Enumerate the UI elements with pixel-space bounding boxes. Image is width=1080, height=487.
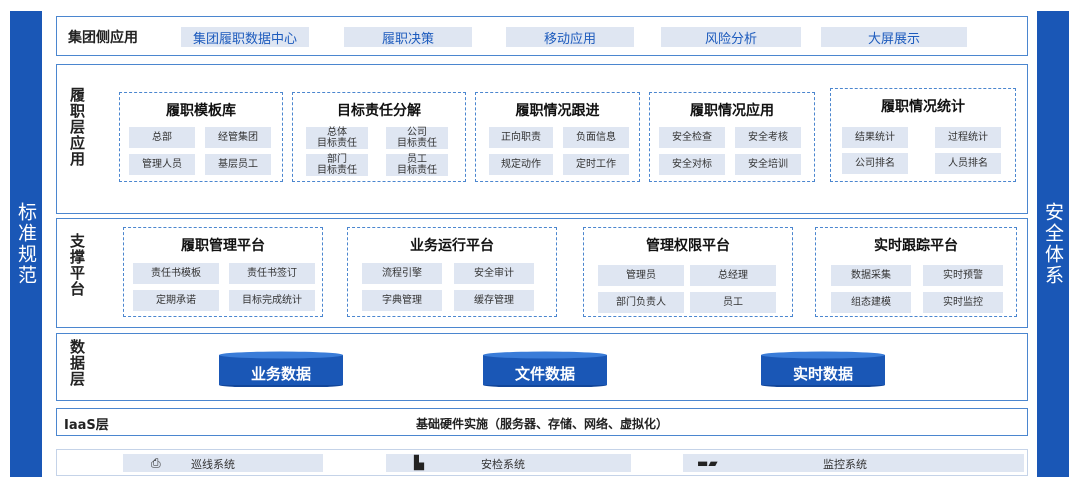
group-template-lib: 履职模板库 总部 经管集团 管理人员 基层员工: [119, 92, 283, 182]
system-patrol[interactable]: ⎙ 巡线系统: [123, 454, 323, 472]
system-monitoring[interactable]: ▬▰ 监控系统: [683, 454, 1024, 472]
group-title: 履职情况应用: [690, 103, 774, 119]
item[interactable]: 安全考核: [735, 127, 801, 148]
group-statistics: 履职情况统计 结果统计 过程统计 公司排名 人员排名: [830, 88, 1016, 182]
item[interactable]: 公司 目标责任: [386, 127, 448, 149]
database-icon: [219, 351, 343, 387]
data-layer-title: 数据层: [68, 339, 86, 387]
item[interactable]: 实时预警: [923, 265, 1003, 286]
item[interactable]: 员工 目标责任: [386, 154, 448, 176]
group-title: 履职情况跟进: [515, 103, 600, 119]
group-layer-title: 集团侧应用: [68, 30, 138, 46]
security-bar: 安全体系: [1037, 11, 1069, 477]
item[interactable]: 总部: [129, 127, 195, 148]
standards-bar: 标准规范: [10, 11, 42, 477]
group-permission-platform: 管理权限平台 管理员 总经理 部门负责人 员工: [583, 227, 793, 317]
app-layer: 履职层应用 履职模板库 总部 经管集团 管理人员 基层员工 目标责任分解 总体 …: [56, 64, 1028, 214]
group-title: 履职模板库: [166, 103, 236, 119]
item[interactable]: 责任书模板: [133, 263, 219, 284]
database-icon: [483, 351, 607, 387]
item[interactable]: 数据采集: [831, 265, 911, 286]
group-target-split: 目标责任分解 总体 目标责任 公司 目标责任 部门 目标责任 员工 目标责任: [292, 92, 466, 182]
group-title: 目标责任分解: [337, 103, 421, 119]
tab-data-center[interactable]: 集团履职数据中心: [181, 27, 309, 47]
item[interactable]: 基层员工: [205, 154, 271, 175]
item[interactable]: 经管集团: [205, 127, 271, 148]
tab-risk[interactable]: 风险分析: [661, 27, 801, 47]
item[interactable]: 责任书签订: [229, 263, 315, 284]
item[interactable]: 员工: [690, 292, 776, 313]
group-title: 管理权限平台: [646, 238, 730, 254]
group-application: 履职情况应用 安全检查 安全考核 安全对标 安全培训: [649, 92, 815, 182]
item[interactable]: 定时工作: [563, 154, 629, 175]
group-title: 履职情况统计: [881, 99, 965, 115]
iaas-layer-title: IaaS层: [64, 418, 109, 433]
systems-row: ⎙ 巡线系统 ▙ 安检系统 ▬▰ 监控系统: [56, 449, 1028, 476]
data-layer: 数据层 业务数据 文件数据 实时数据: [56, 333, 1028, 401]
item[interactable]: 字典管理: [362, 290, 442, 311]
group-title: 履职管理平台: [181, 238, 265, 254]
item[interactable]: 规定动作: [489, 154, 553, 175]
iaas-layer: IaaS层 基础硬件实施（服务器、存储、网络、虚拟化）: [56, 408, 1028, 436]
group-ops-platform: 业务运行平台 流程引擎 安全审计 字典管理 缓存管理: [347, 227, 557, 317]
tab-mobile[interactable]: 移动应用: [506, 27, 634, 47]
item[interactable]: 安全对标: [659, 154, 725, 175]
group-title: 实时跟踪平台: [874, 238, 958, 254]
item[interactable]: 缓存管理: [454, 290, 534, 311]
system-inspection[interactable]: ▙ 安检系统: [386, 454, 631, 472]
database-realtime: 实时数据: [760, 351, 886, 387]
item[interactable]: 安全培训: [735, 154, 801, 175]
group-follow-up: 履职情况跟进 正向职责 负面信息 规定动作 定时工作: [475, 92, 640, 182]
item[interactable]: 总体 目标责任: [306, 127, 368, 149]
item[interactable]: 管理员: [598, 265, 684, 286]
tab-screen[interactable]: 大屏展示: [821, 27, 967, 47]
item[interactable]: 负面信息: [563, 127, 629, 148]
database-business: 业务数据: [218, 351, 344, 387]
scanner-icon: ▙: [414, 456, 424, 471]
database-files: 文件数据: [482, 351, 608, 387]
group-title: 业务运行平台: [410, 238, 494, 254]
camera-icon: ▬▰: [697, 456, 718, 470]
item[interactable]: 安全审计: [454, 263, 534, 284]
group-duty-platform: 履职管理平台 责任书模板 责任书签订 定期承诺 目标完成统计: [123, 227, 323, 317]
item[interactable]: 部门负责人: [598, 292, 684, 313]
item[interactable]: 总经理: [690, 265, 776, 286]
item[interactable]: 定期承诺: [133, 290, 219, 311]
item[interactable]: 管理人员: [129, 154, 195, 175]
tab-decision[interactable]: 履职决策: [344, 27, 472, 47]
database-icon: [761, 351, 885, 387]
printer-icon: ⎙: [151, 456, 161, 470]
item[interactable]: 目标完成统计: [229, 290, 315, 311]
item[interactable]: 部门 目标责任: [306, 154, 368, 176]
group-app-layer: 集团侧应用 集团履职数据中心 履职决策 移动应用 风险分析 大屏展示: [56, 16, 1028, 56]
item[interactable]: 过程统计: [935, 127, 1001, 148]
item[interactable]: 结果统计: [842, 127, 908, 148]
group-tracking-platform: 实时跟踪平台 数据采集 实时预警 组态建模 实时监控: [815, 227, 1017, 317]
item[interactable]: 公司排名: [842, 153, 908, 174]
item[interactable]: 安全检查: [659, 127, 725, 148]
item[interactable]: 人员排名: [935, 153, 1001, 174]
support-layer-title: 支撑平台: [68, 233, 86, 297]
item[interactable]: 组态建模: [831, 292, 911, 313]
iaas-description: 基础硬件实施（服务器、存储、网络、虚拟化）: [415, 417, 668, 431]
support-layer: 支撑平台 履职管理平台 责任书模板 责任书签订 定期承诺 目标完成统计 业务运行…: [56, 218, 1028, 328]
item[interactable]: 正向职责: [489, 127, 553, 148]
item[interactable]: 实时监控: [923, 292, 1003, 313]
item[interactable]: 流程引擎: [362, 263, 442, 284]
app-layer-title: 履职层应用: [68, 87, 86, 167]
